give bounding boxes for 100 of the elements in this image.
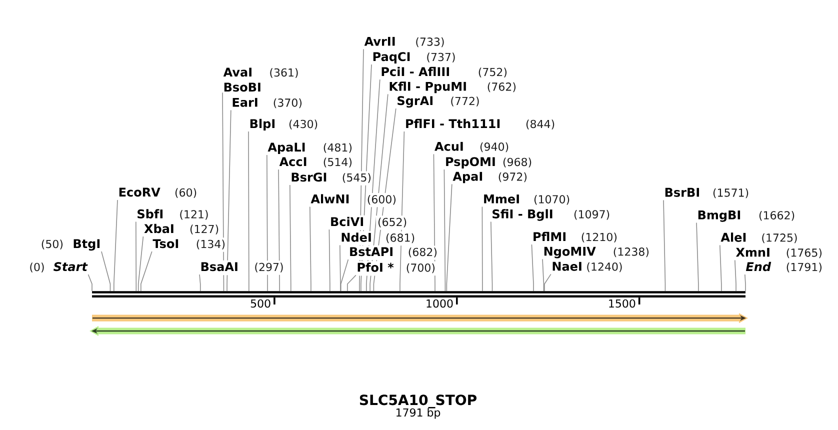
cut-position: (968): [503, 158, 532, 168]
enzyme-label: SgrAI: [398, 96, 432, 108]
leader-line: [290, 184, 292, 292]
enzyme-label: PciI - AflIII: [382, 66, 449, 76]
cut-position: (600): [368, 194, 396, 205]
leader-line: [734, 260, 736, 292]
enzyme-label: XmnI: [736, 248, 770, 257]
cut-position: (361): [270, 68, 298, 78]
leader-line: [360, 64, 372, 292]
leader-line: [433, 154, 436, 292]
cut-position: (772): [451, 96, 479, 106]
cut-position: (1791): [786, 262, 822, 272]
cut-position: (682): [408, 248, 437, 258]
cut-position: (430): [289, 120, 318, 130]
cut-position: (1240): [587, 262, 622, 272]
enzyme-label: NdeI: [342, 232, 371, 242]
leader-line: [400, 131, 405, 292]
leader-line: [248, 131, 250, 292]
enzyme-label: BciVI: [331, 216, 364, 226]
enzyme-label: AlwNI: [310, 194, 349, 204]
enzyme-label: BmgBI: [698, 210, 740, 222]
sequence-bar: [92, 291, 746, 298]
tick-label: 500: [250, 299, 270, 308]
leader-line: [140, 251, 152, 292]
cut-position: (737): [427, 52, 455, 62]
leader-line: [222, 92, 224, 292]
enzyme-label: ApaLI: [268, 142, 305, 154]
leader-line: [340, 244, 341, 292]
leader-line: [446, 184, 452, 292]
subtitle: 1791 bp: [396, 408, 440, 419]
leader-line: [544, 274, 552, 292]
leader-line: [366, 79, 380, 292]
cut-position: (681): [386, 233, 414, 244]
leader-line: [266, 154, 268, 292]
enzyme-label: SbfI: [138, 209, 163, 218]
leader-line: [328, 229, 330, 292]
leader-line: [542, 258, 544, 292]
cut-position: (972): [498, 172, 527, 182]
enzyme-label: NaeI: [552, 262, 582, 271]
enzyme-label: PflFI - Tth111I: [406, 118, 500, 128]
leader-line: [310, 206, 312, 292]
leader-line: [199, 274, 201, 292]
enzyme-label: BsrGI: [292, 172, 326, 182]
leader-line: [720, 244, 722, 292]
cut-position: (0): [30, 262, 44, 272]
cut-position: (940): [480, 142, 508, 152]
leader-line: [696, 222, 699, 292]
sequence-end-label: End: [746, 262, 772, 272]
enzyme-label: ApaI: [452, 172, 482, 184]
leader-line: [531, 244, 534, 292]
leader-line: [744, 274, 746, 292]
cut-position: (652): [378, 218, 406, 228]
cut-position: (127): [190, 224, 218, 234]
cut-position: (1725): [762, 233, 797, 244]
enzyme-label: KflI - PpuMI: [390, 82, 466, 94]
cut-position: (844): [526, 120, 554, 130]
cut-position: (60): [175, 188, 196, 198]
leader-line: [359, 48, 364, 292]
cut-position: (297): [255, 262, 283, 272]
leader-line: [373, 108, 396, 292]
enzyme-label: BlpI: [250, 118, 275, 130]
sequence-end-label: Start: [54, 262, 88, 272]
cut-position: (121): [180, 210, 208, 220]
cut-position: (1238): [614, 247, 649, 258]
cut-position: (752): [478, 68, 507, 78]
enzyme-label: TsoI: [152, 239, 178, 248]
enzyme-label: BstAPI: [350, 247, 392, 256]
leader-line: [226, 110, 232, 292]
cut-position: (1662): [759, 210, 794, 221]
leader-line: [88, 274, 92, 292]
leader-line: [138, 236, 144, 292]
leader-line: [136, 221, 137, 292]
enzyme-label: EarI: [232, 98, 258, 107]
leader-line: [370, 94, 388, 292]
cut-position: (1070): [534, 194, 570, 205]
leader-line: [278, 169, 280, 292]
leader-line: [340, 259, 349, 292]
enzyme-label: PaqCI: [373, 52, 410, 64]
enzyme-label: MmeI: [484, 194, 519, 204]
cut-position: (50): [42, 240, 63, 250]
cut-position: (545): [342, 173, 371, 183]
cut-position: (1571): [713, 188, 748, 198]
tick-label: 1000: [426, 299, 453, 308]
enzyme-label: BsaAI: [201, 262, 238, 272]
enzyme-label: AvaI BsoBI: [223, 68, 260, 92]
cut-position: (700): [406, 263, 435, 274]
cut-position: (1210): [582, 232, 617, 242]
cut-position: (370): [274, 98, 302, 108]
cut-position: (1765): [786, 248, 822, 258]
enzyme-label: EcoRV: [119, 188, 160, 197]
enzyme-label: PfoI *: [358, 262, 394, 272]
cut-position: (134): [196, 240, 225, 250]
leader-line: [114, 200, 118, 292]
enzyme-label: SfiI - BglI: [492, 209, 552, 221]
enzyme-label: NgoMIV: [544, 246, 596, 258]
enzyme-label: BtgI: [74, 239, 100, 251]
cut-position: (514): [324, 158, 352, 168]
leader-line: [482, 206, 483, 292]
leader-line: [663, 200, 666, 292]
map-title: SLC5A10_STOP: [360, 394, 476, 408]
